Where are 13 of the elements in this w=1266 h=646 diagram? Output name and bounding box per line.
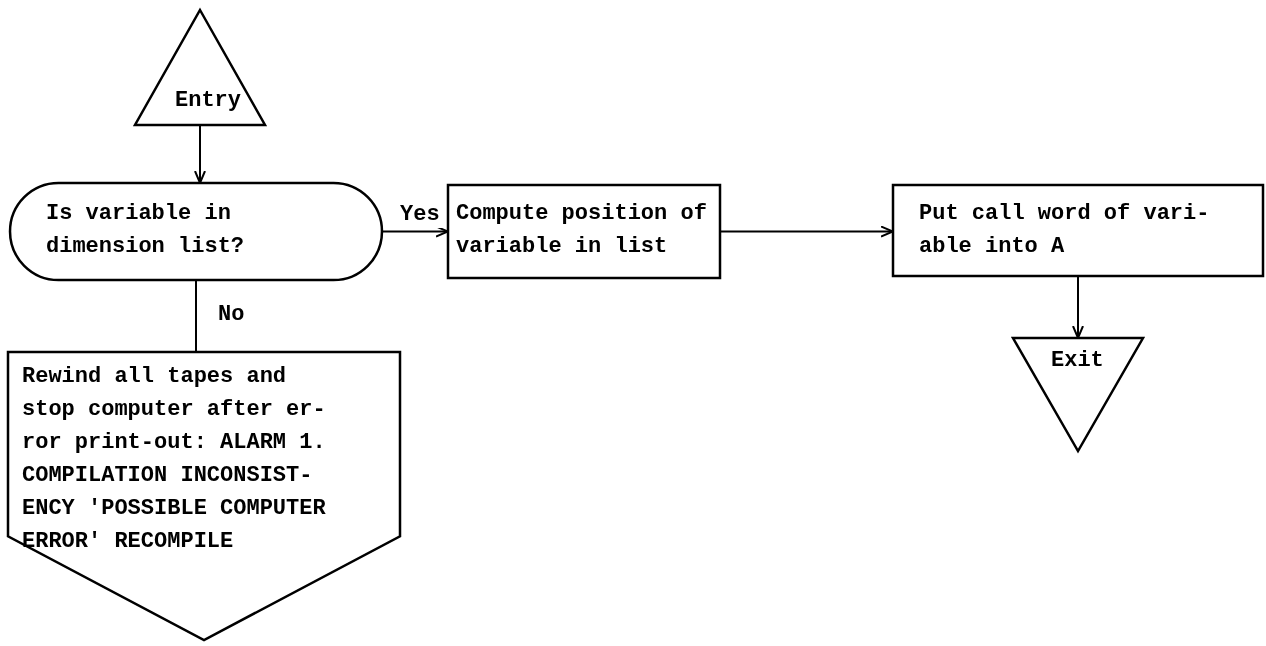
off-page-connector: [6, 350, 402, 642]
node-text: Compute position of variable in list: [456, 200, 708, 261]
entry-triangle: [132, 7, 268, 127]
node-text: Rewind all tapes and stop computer after er- ror print-out: ALARM 1. COMPILATION INCONSIST- ENCY 'POSSIBLE COMPUTER ERROR' RECOMPILE: [22, 363, 327, 556]
process-box: [891, 183, 1265, 278]
decision-terminal: [8, 181, 384, 282]
arrow: [381, 225, 449, 238]
node-text: Entry: [175, 87, 242, 115]
node-text: Put call word of vari- able into A: [919, 200, 1211, 261]
exit-triangle: [1010, 336, 1146, 454]
node-text: Is variable in dimension list?: [46, 200, 246, 261]
process-box: [446, 183, 722, 280]
node-text: Exit: [1051, 347, 1105, 375]
